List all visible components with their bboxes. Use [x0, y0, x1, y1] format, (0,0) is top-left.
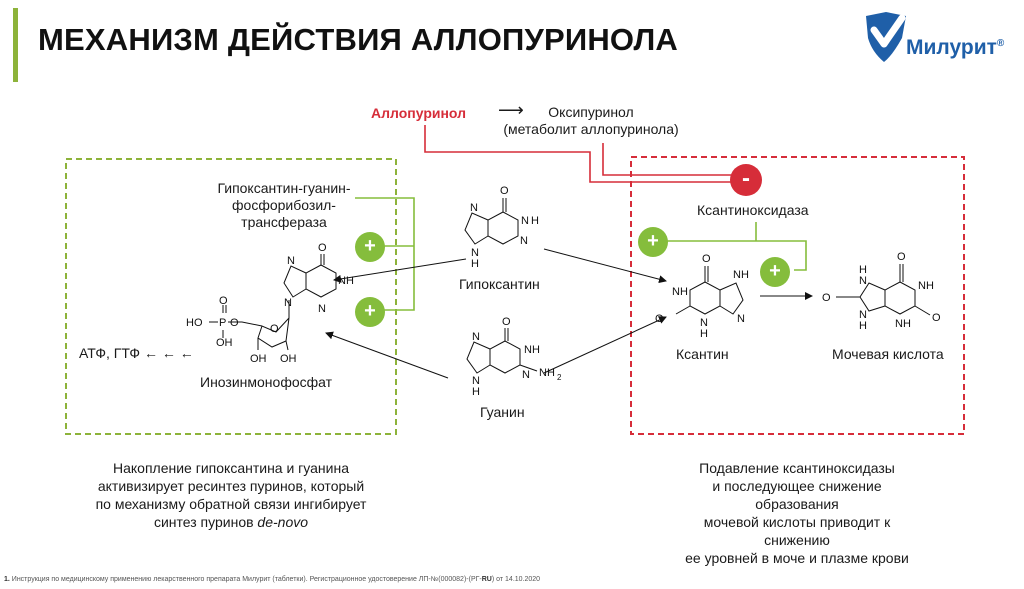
svg-text:O: O [822, 292, 831, 304]
svg-text:H: H [531, 215, 539, 227]
milurit-logo: Милурит® [862, 8, 1012, 68]
guanine-atoms: O NH N NH 2 N N H [472, 316, 562, 398]
svg-text:N: N [284, 297, 292, 309]
svg-text:O: O [500, 185, 509, 197]
svg-text:N: N [737, 313, 745, 325]
svg-text:O: O [897, 251, 906, 263]
xanthine-oxidase-label: Ксантиноксидаза [697, 202, 809, 218]
title-accent-bar [13, 8, 18, 82]
svg-text:H: H [472, 386, 480, 398]
svg-text:H: H [700, 328, 708, 340]
svg-text:N: N [520, 235, 528, 247]
svg-text:P: P [219, 317, 226, 329]
svg-text:HO: HO [186, 317, 203, 329]
svg-text:N: N [522, 369, 530, 381]
svg-text:O: O [270, 323, 279, 335]
svg-text:N: N [700, 317, 708, 329]
hgprt-label: Гипоксантин-гуанин- фосфорибозил- трансф… [217, 180, 351, 230]
resynthesis-box [65, 158, 397, 435]
guanine-label: Гуанин [480, 404, 525, 420]
atp-gtp-label: АТФ, ГТФ ← ← ← [79, 345, 194, 361]
svg-text:OH: OH [280, 353, 297, 365]
hypoxanthine-atoms: O N H N N N H [470, 185, 539, 270]
svg-text:O: O [230, 317, 239, 329]
svg-text:O: O [702, 253, 711, 265]
imp-label: Инозинмонофосфат [200, 374, 333, 390]
reaction-arrows [325, 248, 813, 379]
svg-text:N: N [472, 375, 480, 387]
activation-plus-icon: + [638, 227, 668, 257]
hypoxanthine-structure [464, 198, 519, 245]
svg-text:N: N [471, 247, 479, 259]
xanthine-oxidase-box [630, 156, 965, 435]
activation-plus-icon: + [355, 232, 385, 262]
oxypurinol-label: Оксипуринол (метаболит аллопуринола) [503, 104, 679, 137]
inhibition-lines [424, 125, 731, 183]
svg-text:H: H [741, 269, 749, 281]
imp-atoms: O N H N N N HO P O OH O O OH OH [186, 242, 354, 365]
svg-text:N: N [859, 309, 867, 321]
svg-text:OH: OH [250, 353, 267, 365]
svg-text:O: O [318, 242, 327, 254]
xanthine-label: Ксантин [676, 346, 729, 362]
svg-text:N: N [521, 215, 529, 227]
svg-text:N: N [859, 275, 867, 287]
allopurinol-label: Аллопуринол [371, 105, 467, 121]
inhibition-minus-icon: - [730, 164, 762, 196]
svg-text:O: O [502, 316, 511, 328]
imp-structure [209, 254, 337, 351]
svg-text:NH: NH [895, 318, 911, 330]
xanthine-atoms: O NH N H O N H N [655, 253, 749, 340]
svg-text:H: H [471, 258, 479, 270]
activation-lines [355, 197, 807, 311]
svg-text:NH: NH [539, 367, 555, 379]
svg-text:N: N [472, 331, 480, 343]
page-title: МЕХАНИЗМ ДЕЙСТВИЯ АЛЛОПУРИНОЛА [38, 22, 679, 57]
conversion-arrow: ⟶ [498, 100, 524, 120]
svg-text:O: O [219, 295, 228, 307]
svg-text:NH: NH [918, 280, 934, 292]
uric-acid-atoms: O H N NH O N H NH O [822, 251, 941, 332]
svg-text:O: O [932, 312, 941, 324]
uric-acid-label: Мочевая кислота [832, 346, 944, 362]
svg-text:N: N [470, 202, 478, 214]
svg-text:N: N [733, 269, 741, 281]
svg-text:N: N [318, 303, 326, 315]
milurit-checkmark-shield-icon [866, 12, 906, 62]
svg-text:NH: NH [524, 344, 540, 356]
activation-plus-icon: + [355, 297, 385, 327]
uric-acid-structure [836, 264, 931, 316]
logo-text: Милурит® [906, 36, 1005, 59]
svg-text:NH: NH [672, 286, 688, 298]
svg-text:N: N [338, 275, 346, 287]
svg-text:N: N [287, 255, 295, 267]
svg-text:2: 2 [557, 373, 562, 382]
footnote: 1. Инструкция по медицинскому применению… [4, 576, 541, 583]
xanthine-structure [675, 266, 744, 315]
right-caption: Подавление ксантиноксидазы и последующее… [685, 460, 909, 566]
svg-text:H: H [859, 264, 867, 276]
hypoxanthine-label: Гипоксантин [459, 276, 540, 292]
left-caption: Накопление гипоксантина и гуанина активи… [95, 460, 367, 530]
svg-text:H: H [859, 320, 867, 332]
svg-text:O: O [655, 313, 664, 325]
svg-text:OH: OH [216, 337, 233, 349]
svg-text:H: H [346, 275, 354, 287]
activation-plus-icon: + [760, 257, 790, 287]
guanine-structure [466, 328, 538, 374]
